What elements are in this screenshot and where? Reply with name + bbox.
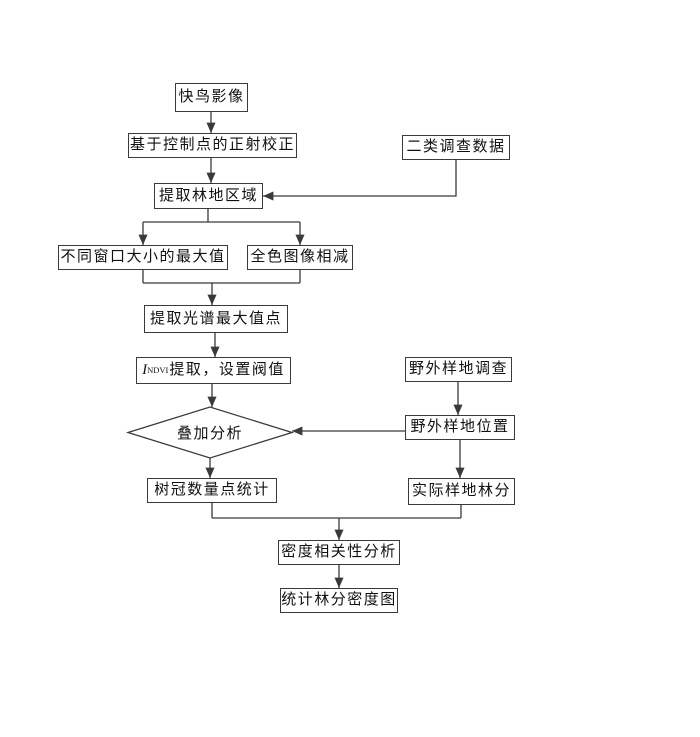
ndvi-subscript: NDVI xyxy=(147,365,169,376)
node-label: 不同窗口大小的最大值 xyxy=(60,249,226,265)
node-spectral-maximum-points: 提取光谱最大值点 xyxy=(144,305,288,333)
node-window-size-maximum: 不同窗口大小的最大值 xyxy=(58,245,228,270)
node-density-correlation-analysis: 密度相关性分析 xyxy=(278,540,400,565)
node-label: 密度相关性分析 xyxy=(281,544,397,560)
edge-merge-crown-actual xyxy=(211,503,462,519)
node-ortho-correction: 基于控制点的正射校正 xyxy=(128,133,297,158)
edge-forest-split-stem xyxy=(143,209,300,223)
ndvi-variable-symbol: I xyxy=(142,362,148,378)
node-label: 提取，设置阀值 xyxy=(169,362,285,378)
edge-class2-to-forest xyxy=(263,160,457,201)
node-extract-forest-region: 提取林地区域 xyxy=(154,183,263,209)
node-crown-count-statistics: 树冠数量点统计 xyxy=(147,478,277,503)
node-label: 全色图像相减 xyxy=(250,249,350,265)
node-label: 统计林分密度图 xyxy=(281,592,397,608)
node-label: 提取林地区域 xyxy=(158,187,258,204)
node-label: 野外样地调查 xyxy=(408,361,508,377)
node-label: 提取光谱最大值点 xyxy=(149,310,282,327)
edge-merge-windowmax-pansub xyxy=(142,270,301,284)
node-label: 快鸟影像 xyxy=(178,89,245,105)
node-label: 实际样地林分 xyxy=(411,483,511,499)
node-label: 野外样地位置 xyxy=(410,419,510,435)
node-label: 树冠数量点统计 xyxy=(154,482,270,498)
node-actual-plot-stand: 实际样地林分 xyxy=(408,478,515,505)
node-overlay-analysis: 叠加分析 xyxy=(150,421,270,443)
node-field-plot-location: 野外样地位置 xyxy=(405,415,515,440)
node-label: 基于控制点的正射校正 xyxy=(129,137,295,153)
node-label: 二类调查数据 xyxy=(406,139,506,155)
node-pan-image-subtraction: 全色图像相减 xyxy=(247,245,353,270)
node-class2-survey-data: 二类调查数据 xyxy=(402,135,510,160)
node-stand-density-map: 统计林分密度图 xyxy=(280,588,398,613)
node-quickbird-image: 快鸟影像 xyxy=(175,83,248,112)
node-label: 叠加分析 xyxy=(176,425,243,442)
node-field-plot-survey: 野外样地调查 xyxy=(405,357,512,382)
